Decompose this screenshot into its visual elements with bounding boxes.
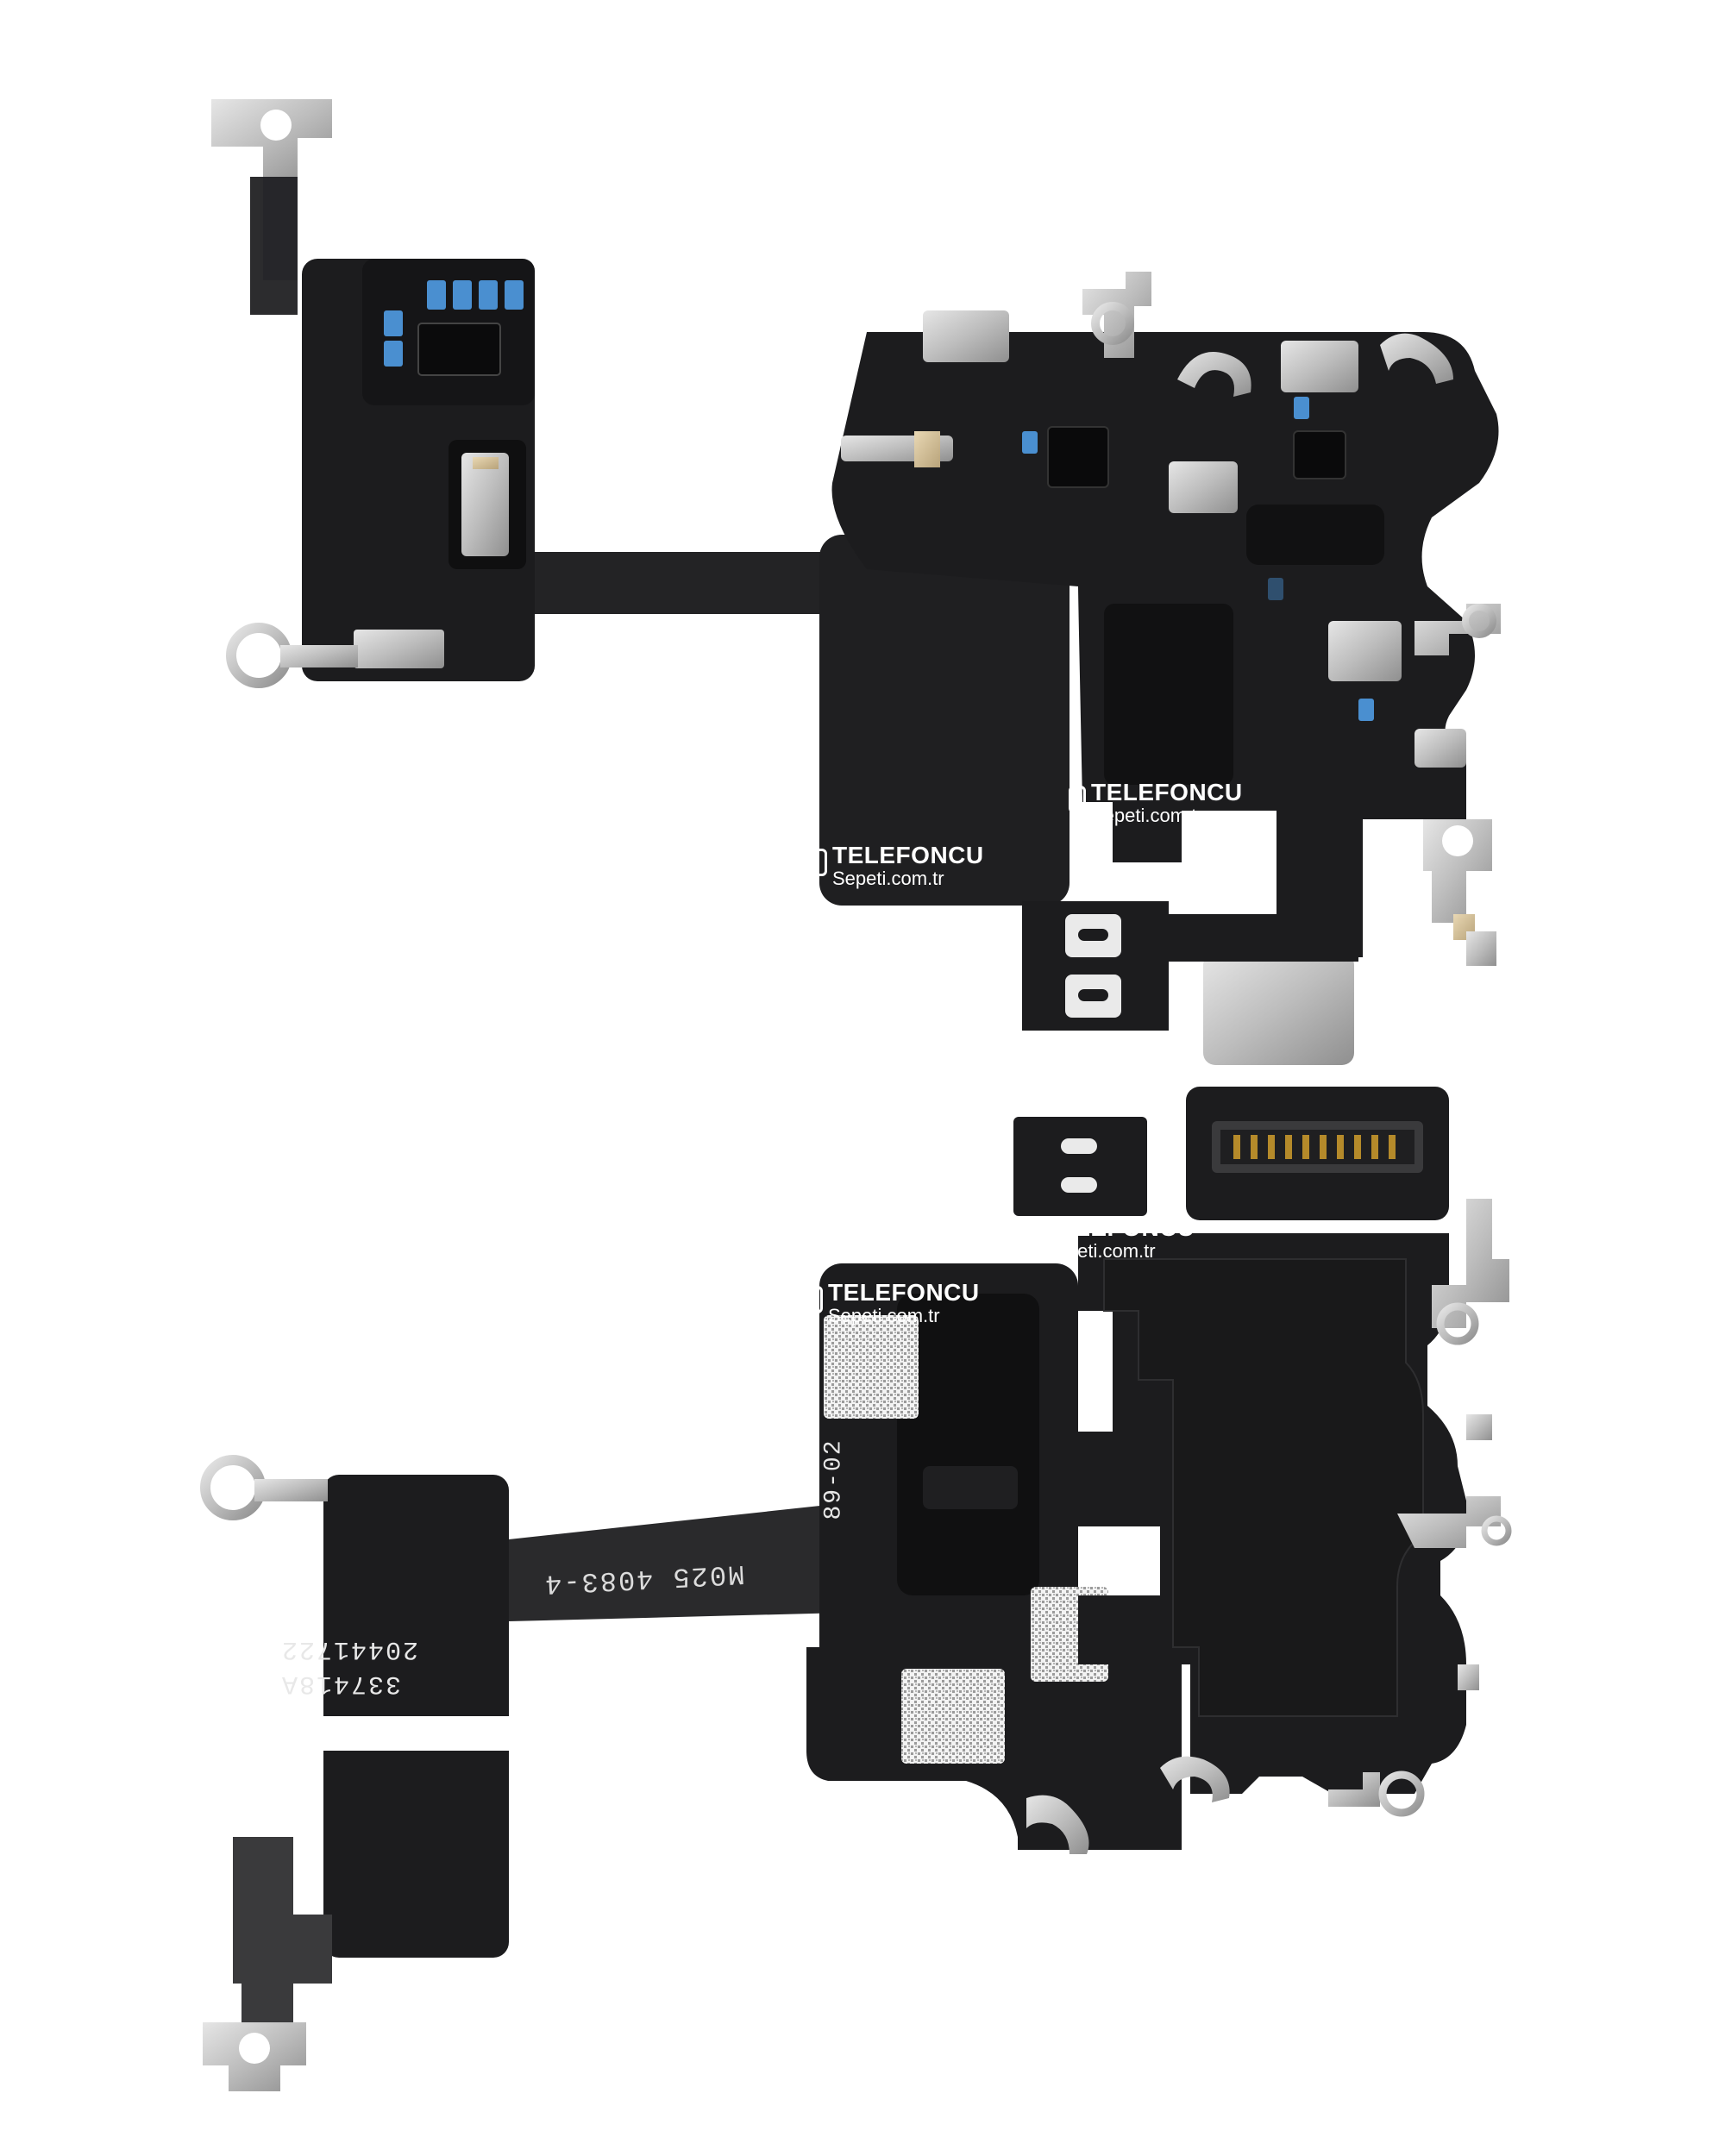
watermark-upper-center: TELEFONCU Sepeti.com.tr (810, 842, 984, 889)
watermark-brand: TELEFONCU (828, 1279, 980, 1306)
watermark-logo-icon (1021, 1221, 1038, 1249)
watermark-logo-icon (806, 1286, 823, 1313)
upper-shield-c (1169, 461, 1238, 513)
lower-wifi-flex (200, 1087, 1512, 2091)
upper-shield-e (1414, 729, 1466, 768)
watermark-logo-icon (810, 849, 827, 876)
watermark-brand: TELEFONCU (832, 842, 984, 868)
lower-left-tail (233, 1837, 332, 2035)
upper-top-brackets (1082, 272, 1501, 966)
lower-center-inner (897, 1294, 1039, 1595)
upper-black-pad (819, 535, 1070, 906)
upper-chips (1022, 397, 1374, 721)
watermark-brand: TELEFONCU (1091, 779, 1243, 805)
upper-left-shield (354, 630, 444, 668)
watermark-brand: TELEFONCU (1044, 1214, 1195, 1241)
lower-right-brackets (1026, 1199, 1512, 1854)
lower-slot-panel (1013, 1117, 1147, 1216)
upper-left-top-bracket (211, 99, 332, 177)
watermark-site: Sepeti.com.tr (1044, 1240, 1156, 1262)
upper-shield-d (1328, 621, 1402, 681)
lower-datamatrix-1 (824, 1315, 919, 1419)
watermark-lower-top: TELEFONCU Sepeti.com.tr (1021, 1214, 1195, 1262)
upper-horizontal-flex (535, 552, 845, 614)
upper-metal-plate (1203, 953, 1354, 1065)
panel-code-print: 89-02 (820, 1438, 848, 1520)
upper-shield-a (923, 310, 1009, 362)
upper-shield-b (1281, 341, 1358, 392)
watermark-site: Sepeti.com.tr (828, 1305, 940, 1326)
watermark-logo-icon (1069, 786, 1086, 813)
upper-inner-panel-2 (1104, 604, 1233, 785)
watermark-lower-center: TELEFONCU Sepeti.com.tr (806, 1279, 980, 1326)
lower-board-to-board-connector (1212, 1121, 1423, 1173)
label-line-2-print: 20441722 (280, 1634, 419, 1664)
upper-gold-contact (841, 431, 953, 467)
watermark-site: Sepeti.com.tr (832, 868, 944, 889)
upper-inner-panel-1 (1246, 505, 1384, 565)
upper-left-ring-bracket (226, 623, 358, 688)
upper-left-smd-components (384, 280, 524, 376)
upper-wifi-flex (211, 99, 1501, 1065)
lower-bottom-left-bracket (203, 2022, 306, 2091)
watermark-upper-right: TELEFONCU Sepeti.com.tr (1069, 779, 1243, 826)
upper-left-top-tab (263, 177, 298, 280)
lower-left-ring-bracket (200, 1455, 328, 1520)
lower-datamatrix-2 (901, 1669, 1005, 1764)
watermark-site: Sepeti.com.tr (1091, 805, 1203, 826)
label-line-1-print: 337418A (280, 1669, 402, 1698)
upper-left-connector (461, 453, 509, 556)
